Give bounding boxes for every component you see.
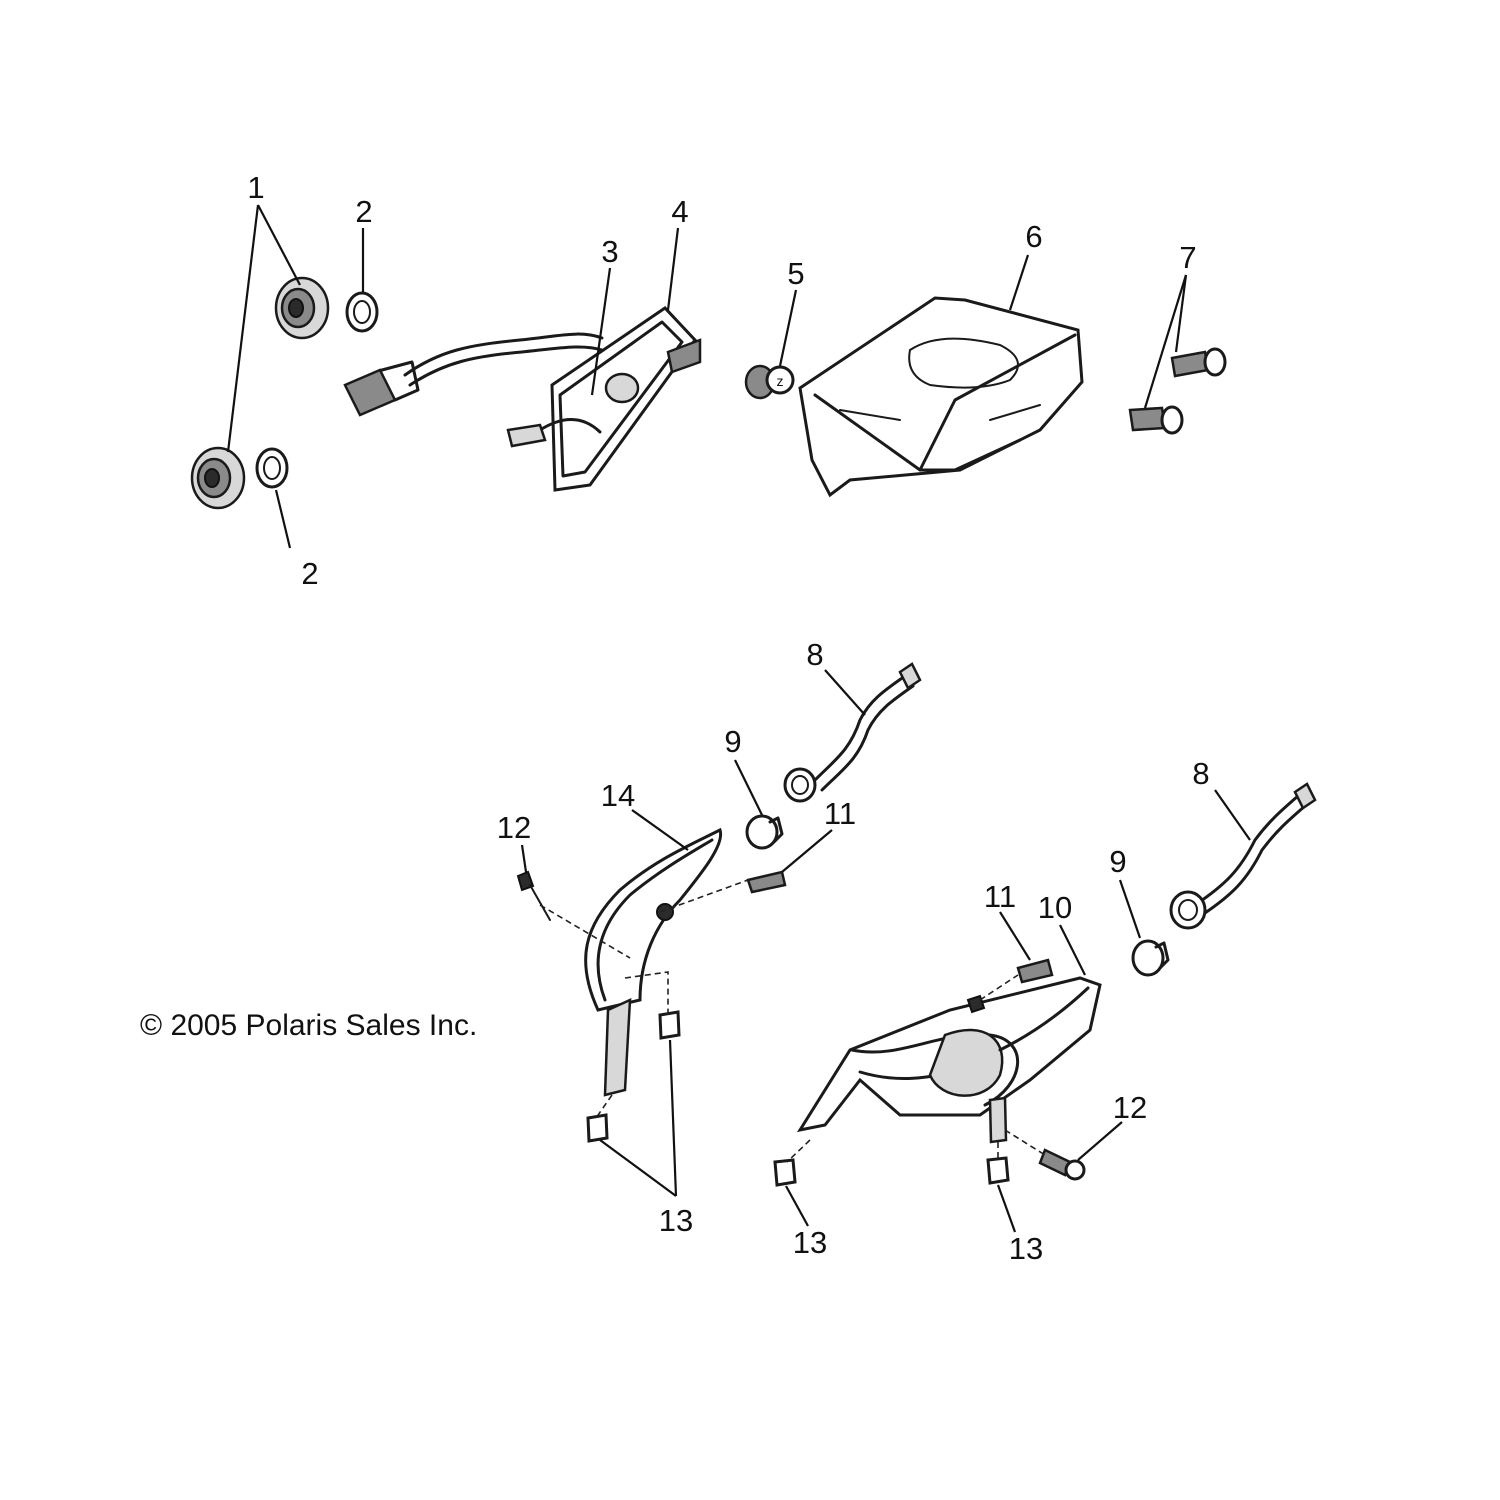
callout-14: 14 xyxy=(601,778,635,813)
part-3-lens xyxy=(506,372,640,448)
part-11-screw-right xyxy=(966,958,1054,1014)
part-12-screw-left xyxy=(516,870,551,921)
assembly-line xyxy=(539,904,631,959)
callout-8-right: 8 xyxy=(1192,756,1209,791)
callout-3: 3 xyxy=(601,234,618,269)
callout-5: 5 xyxy=(787,256,804,291)
assembly-line xyxy=(624,971,669,1015)
callout-13-right: 13 xyxy=(1009,1231,1043,1266)
part-2-washer-lower xyxy=(255,447,289,489)
assembly-line xyxy=(979,974,1019,1001)
callout-12-right: 12 xyxy=(1113,1090,1147,1125)
part-9-bulb-right xyxy=(1131,939,1170,977)
part-13-clip-right-a xyxy=(773,1158,797,1187)
assembly-line xyxy=(595,1094,613,1119)
callout-6: 6 xyxy=(1025,219,1042,254)
callout-2-upper: 2 xyxy=(355,194,372,229)
part-1-grommet-lower xyxy=(190,446,246,510)
callout-13-middle: 13 xyxy=(793,1225,827,1260)
part-13-clip-right-b xyxy=(986,1156,1010,1185)
part-7-screw-upper xyxy=(1170,347,1227,378)
callout-1: 1 xyxy=(247,170,264,205)
callout-9-left: 9 xyxy=(724,724,741,759)
part-5-bulb: z xyxy=(744,364,795,400)
part-9-bulb-left xyxy=(745,814,784,850)
assembly-line xyxy=(786,1139,811,1163)
callout-7: 7 xyxy=(1179,240,1196,275)
callout-11-right: 11 xyxy=(984,879,1016,914)
callout-9-right: 9 xyxy=(1109,844,1126,879)
callout-2-lower: 2 xyxy=(301,556,318,591)
callout-10: 10 xyxy=(1038,890,1072,925)
part-11-screw-left xyxy=(746,870,787,894)
part-2-washer-upper xyxy=(345,291,379,333)
callout-13-left: 13 xyxy=(659,1203,693,1238)
leader-lines xyxy=(226,204,1251,1233)
part-1-grommet-upper xyxy=(274,276,330,340)
copyright-notice: © 2005 Polaris Sales Inc. xyxy=(140,1009,477,1042)
callout-4: 4 xyxy=(671,194,688,229)
part-14-left-headlight xyxy=(584,827,723,1097)
part-10-right-headlight xyxy=(796,976,1102,1144)
callout-8-left: 8 xyxy=(806,637,823,672)
part-8-socket-wire-right xyxy=(1169,782,1317,930)
part-8-socket-wire-left xyxy=(783,662,922,803)
svg-text:z: z xyxy=(777,373,784,389)
wire-harness xyxy=(343,332,604,417)
part-7-screw-lower xyxy=(1128,405,1184,435)
assembly-line xyxy=(659,879,749,913)
callout-11-left: 11 xyxy=(824,796,856,831)
assembly-line xyxy=(1004,1129,1046,1156)
callout-12-left: 12 xyxy=(497,810,531,845)
part-13-clip-left-a xyxy=(658,1010,681,1040)
part-12-screw-right xyxy=(1038,1148,1086,1181)
part-13-clip-left-b xyxy=(586,1113,609,1143)
part-6-lens-cover xyxy=(798,296,1084,498)
